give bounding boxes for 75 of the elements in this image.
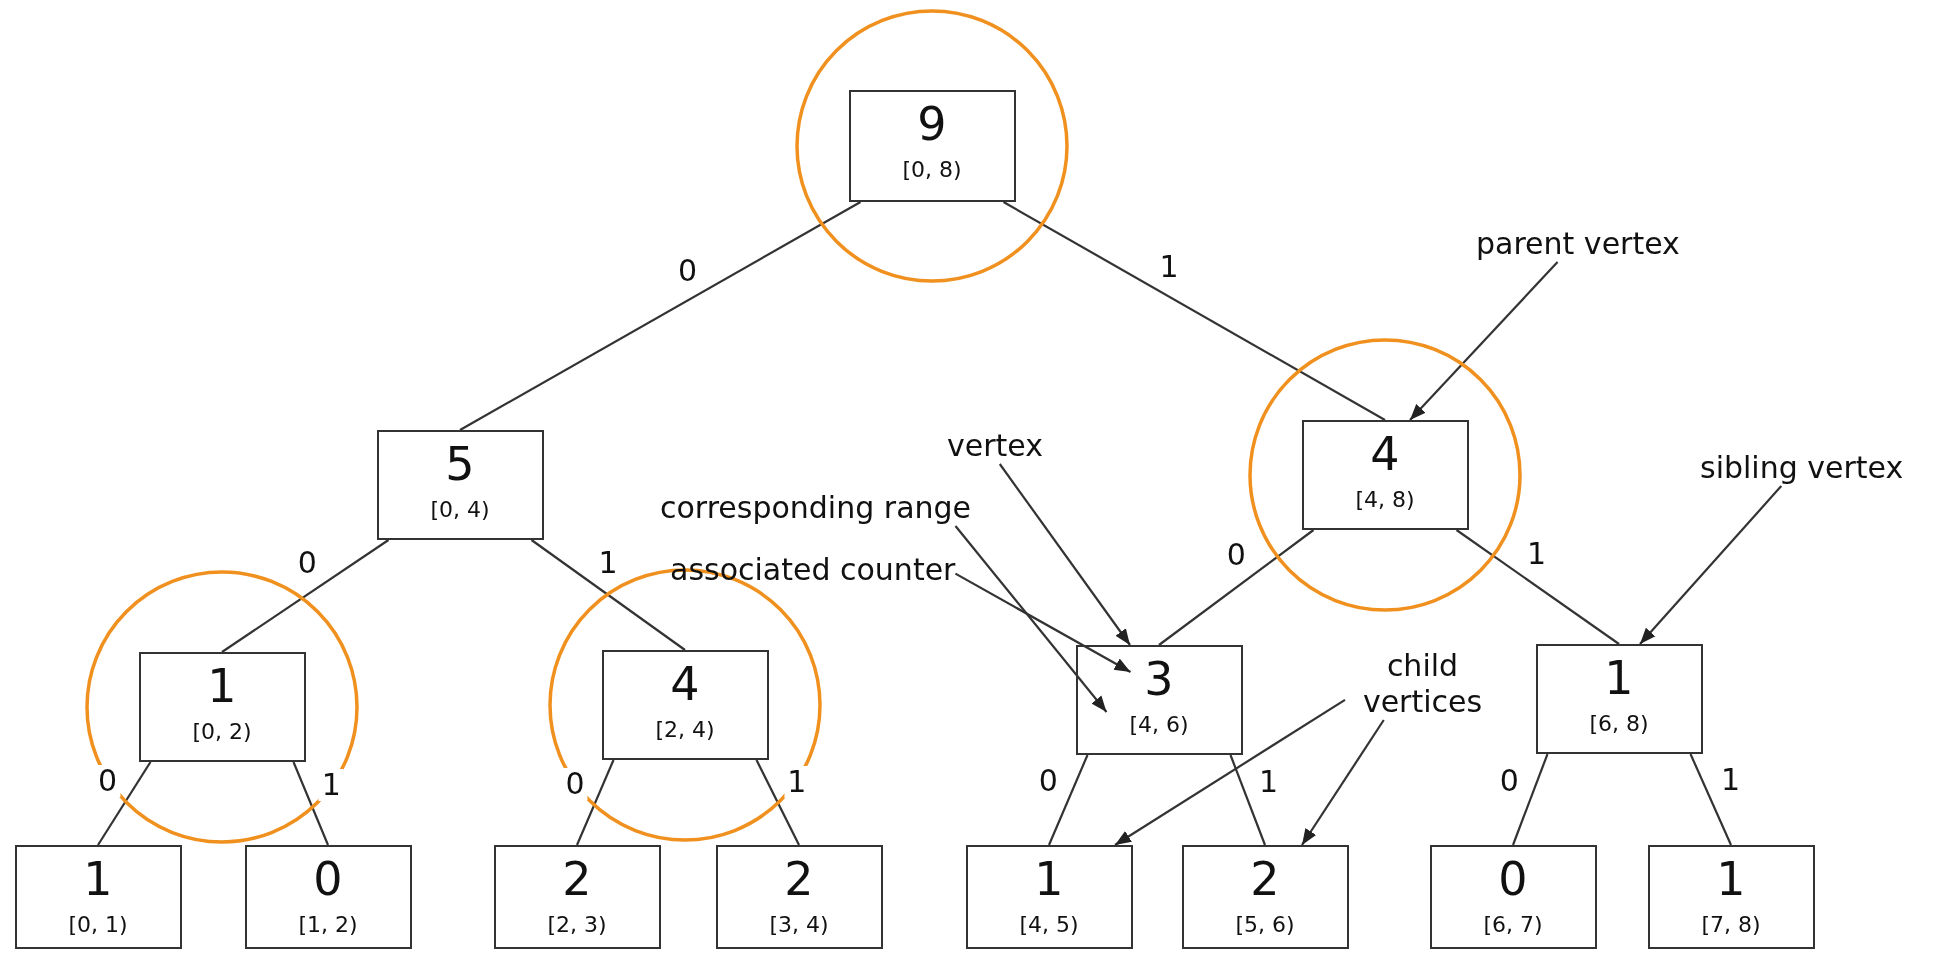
tree-edge xyxy=(292,761,329,846)
tree-edge xyxy=(530,539,686,651)
counter-value: 1 xyxy=(1715,853,1747,905)
edge-label: 1 xyxy=(318,769,344,802)
tree-edge xyxy=(1455,529,1620,645)
counter-value: 1 xyxy=(1033,853,1065,905)
leader-arrow xyxy=(954,572,1132,673)
counter-value: 5 xyxy=(444,438,476,490)
annotation-text: vertex xyxy=(947,428,1043,464)
range-label: [1, 2) xyxy=(297,911,359,939)
tree-node-box xyxy=(1301,420,1469,530)
range-label: [0, 8) xyxy=(901,156,963,184)
tree-edge xyxy=(1048,754,1089,846)
counter-value: 9 xyxy=(916,98,948,150)
range-label: [2, 3) xyxy=(546,911,608,939)
range-label: [5, 6) xyxy=(1234,911,1296,939)
counter-value: 1 xyxy=(82,853,114,905)
tree-edge xyxy=(1158,529,1315,646)
tree-node-box xyxy=(965,845,1133,949)
tree-edge xyxy=(1511,753,1549,846)
range-label: [4, 6) xyxy=(1128,711,1190,739)
tree-edge xyxy=(1229,754,1267,846)
tree-node-box xyxy=(848,90,1016,202)
tree-node-box xyxy=(493,845,661,949)
tree-edge xyxy=(576,759,615,846)
tree-node-box xyxy=(1647,845,1815,949)
counter-value: 3 xyxy=(1143,653,1175,705)
range-label: [0, 4) xyxy=(429,496,491,524)
tree-node-box xyxy=(14,845,182,949)
annotation-text: parent vertex xyxy=(1476,226,1680,262)
counter-value: 4 xyxy=(1369,428,1401,480)
counter-value: 0 xyxy=(1497,853,1529,905)
tree-node-box xyxy=(1535,644,1703,754)
range-label: [4, 5) xyxy=(1018,911,1080,939)
tree-node-box xyxy=(1075,645,1243,755)
tree-node-box xyxy=(138,652,306,762)
range-label: [7, 8) xyxy=(1700,911,1762,939)
counter-value: 4 xyxy=(669,658,701,710)
annotation-text: sibling vertex xyxy=(1700,450,1904,486)
annotation-text: corresponding range xyxy=(660,490,972,526)
tree-node-box xyxy=(244,845,412,949)
range-label: [3, 4) xyxy=(768,911,830,939)
tree-edge xyxy=(459,201,862,431)
tree-node-box xyxy=(1429,845,1597,949)
counter-value: 2 xyxy=(783,853,815,905)
counter-value: 1 xyxy=(1603,652,1635,704)
tree-node-box xyxy=(376,430,544,540)
range-label: [6, 8) xyxy=(1588,710,1650,738)
tree-node-box xyxy=(601,650,769,760)
annotation-text: child vertices xyxy=(1345,648,1500,720)
range-label: [0, 1) xyxy=(67,911,129,939)
counter-value: 0 xyxy=(312,853,344,905)
tree-edge xyxy=(221,539,390,653)
tree-edge xyxy=(1689,753,1732,846)
leader-arrow xyxy=(1639,485,1783,645)
counter-value: 2 xyxy=(1249,853,1281,905)
counter-value: 1 xyxy=(206,660,238,712)
range-label: [0, 2) xyxy=(191,718,253,746)
tree-node-box xyxy=(1181,845,1349,949)
annotation-text: associated counter xyxy=(670,552,956,588)
leader-arrow xyxy=(998,463,1131,646)
tree-edge xyxy=(755,759,800,846)
leader-arrow xyxy=(954,525,1108,713)
tree-edge xyxy=(97,761,152,846)
range-label: [4, 8) xyxy=(1354,486,1416,514)
leader-arrow xyxy=(1114,698,1346,846)
leader-arrow xyxy=(1301,719,1385,846)
leader-arrow xyxy=(1409,261,1559,421)
range-label: [2, 4) xyxy=(654,716,716,744)
tree-edge xyxy=(1002,201,1386,421)
range-label: [6, 7) xyxy=(1482,911,1544,939)
counter-value: 2 xyxy=(561,853,593,905)
tree-node-box xyxy=(715,845,883,949)
edge-label: 0 xyxy=(562,767,588,800)
edge-label: 1 xyxy=(784,766,810,799)
